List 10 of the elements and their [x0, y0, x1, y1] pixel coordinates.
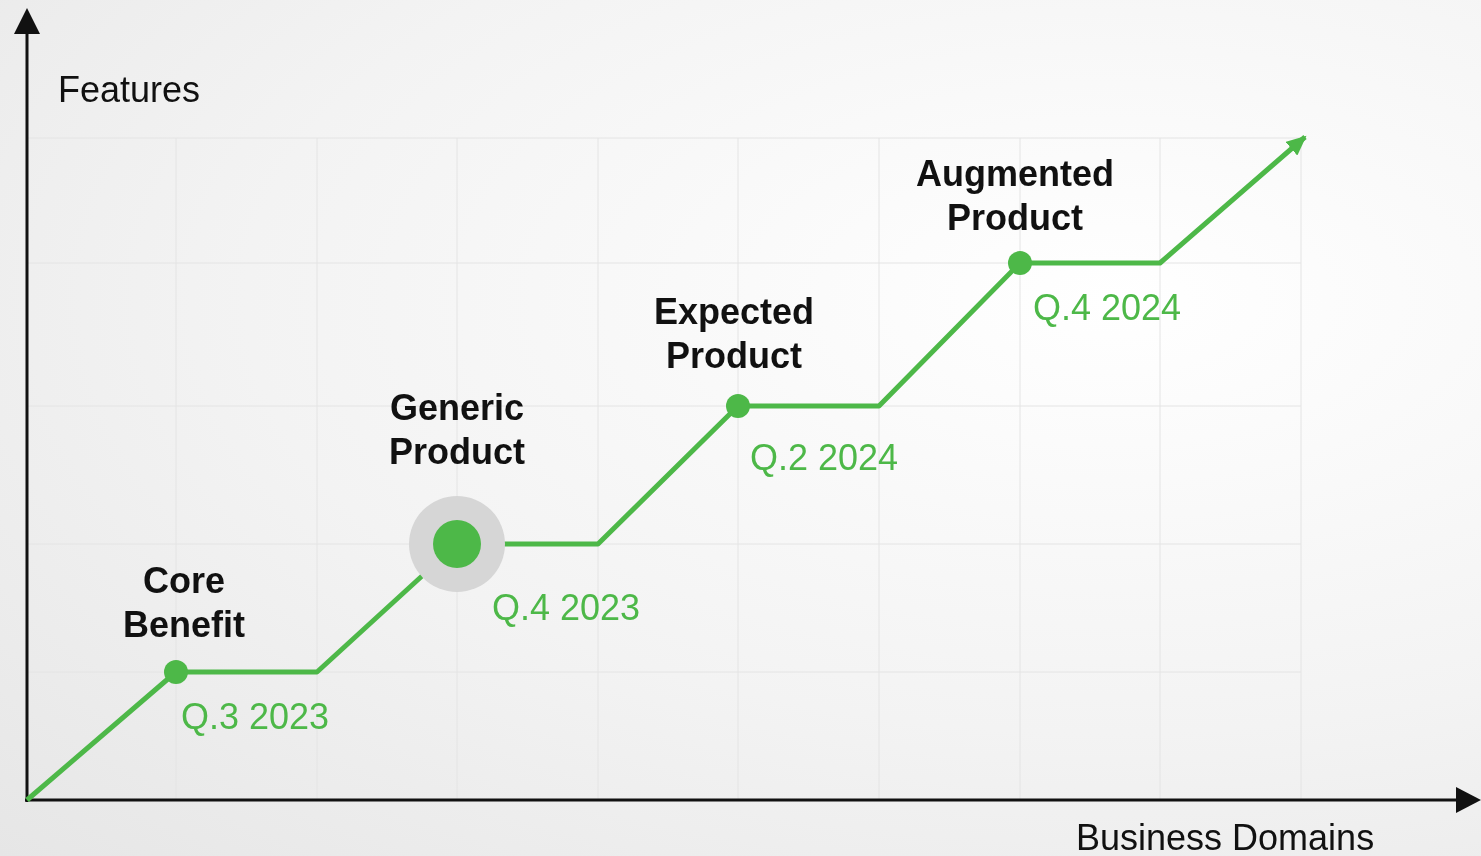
axis-title: Business Domains [1076, 816, 1375, 856]
date-label: Q.4 2024 [1033, 286, 1182, 330]
axis-title: Features [58, 68, 201, 112]
milestone-label: Augmented Product [915, 152, 1115, 240]
date-label: Q.2 2024 [750, 436, 899, 480]
milestone-label: Core Benefit [122, 559, 246, 647]
milestone-label: Generic Product [388, 386, 526, 474]
date-label: Q.4 2023 [492, 586, 641, 630]
milestone-label: Expected Product [652, 290, 816, 378]
date-label: Q.3 2023 [181, 695, 330, 739]
